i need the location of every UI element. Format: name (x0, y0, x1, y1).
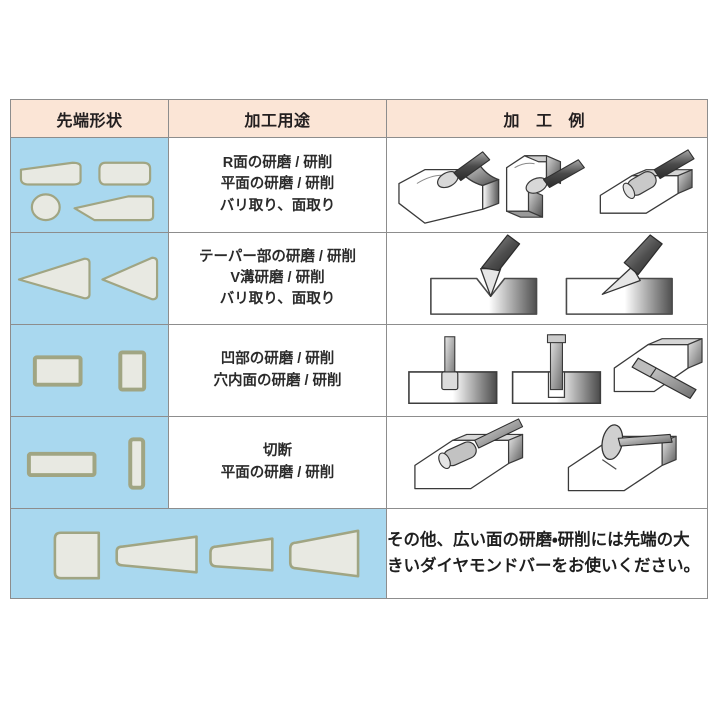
use-line: V溝研磨 / 研削 (230, 269, 325, 286)
machining-use-cell-recess-bore: 凹部の研磨 / 研削 穴内面の研磨 / 研削 (168, 324, 387, 417)
tip-shape-cell-round-flat (10, 137, 169, 233)
v-groove-and-chamfer-grinding-illustration-icon (430, 234, 673, 315)
table-row: 凹部の研磨 / 研削 穴内面の研磨 / 研削 (10, 324, 708, 417)
column-header-machining-example: 加 工 例 (386, 99, 708, 138)
large-wedge-shapes-icon (53, 529, 360, 580)
note-line: きいダイヤモンドバーをお使いください。 (387, 556, 701, 575)
recess-and-bore-grinding-illustration-icon (408, 334, 703, 405)
use-line: テーパー部の研磨 / 研削 (199, 248, 356, 265)
table-row: テーパー部の研磨 / 研削 V溝研磨 / 研削 バリ取り、面取り (10, 232, 708, 325)
curved-surface-grinding-illustration-icon (398, 149, 695, 224)
tip-shape-application-table: 先端形状 加工用途 加 工 例 R面の研磨 / 研削 平 (10, 99, 708, 599)
table-row: その他、広い面の研磨・研削には先端の大 きいダイヤモンドバーをお使いください。 (10, 508, 708, 599)
machining-use-cell-taper-cone: テーパー部の研磨 / 研削 V溝研磨 / 研削 バリ取り、面取り (168, 232, 387, 325)
use-line: バリ取り、面取り (219, 291, 336, 307)
use-line: 平面の研磨 / 研削 (220, 464, 335, 481)
machining-example-cell-cutoff (386, 416, 708, 509)
spec-table-container: 先端形状 加工用途 加 工 例 R面の研磨 / 研削 平 (10, 99, 708, 606)
column-header-tip-shape: 先端形状 (10, 99, 169, 138)
tapered-round-oval-bullet-shapes-icon (19, 161, 155, 222)
cone-point-shapes-icon (17, 256, 159, 301)
table-row: R面の研磨 / 研削 平面の研磨 / 研削 バリ取り、面取り (10, 137, 708, 233)
use-line: 切断 (263, 443, 292, 460)
machining-example-cell-round-flat (386, 137, 708, 233)
machining-use-cell-cutoff: 切断 平面の研磨 / 研削 (168, 416, 387, 509)
tip-shape-cell-taper-cone (10, 232, 169, 325)
note-line: その他、広い面の研磨・研削には先端の大 (387, 530, 690, 549)
rectangle-shapes-icon (32, 350, 147, 392)
table-header-row: 先端形状 加工用途 加 工 例 (10, 99, 708, 138)
use-line: バリ取り、面取り (219, 197, 336, 214)
cutoff-and-disc-grinding-illustration-icon (414, 418, 677, 492)
machining-example-cell-taper-cone (386, 232, 708, 325)
thin-bar-shapes-icon (26, 437, 146, 490)
machining-use-cell-round-flat: R面の研磨 / 研削 平面の研磨 / 研削 バリ取り、面取り (168, 137, 387, 233)
use-line: 凹部の研磨 / 研削 (220, 351, 335, 368)
column-header-machining-use: 加工用途 (168, 99, 387, 138)
note-text-cell: その他、広い面の研磨・研削には先端の大 きいダイヤモンドバーをお使いください。 (386, 508, 708, 599)
machining-example-cell-recess-bore (386, 324, 708, 417)
tip-shape-cell-cutoff (10, 416, 169, 509)
table-row: 切断 平面の研磨 / 研削 (10, 416, 708, 509)
tip-shape-cell-recess-bore (10, 324, 169, 417)
use-line: 穴内面の研磨 / 研削 (213, 372, 342, 389)
tip-shape-cell-large-wedges (10, 508, 387, 599)
use-line: R面の研磨 / 研削 (222, 155, 333, 172)
use-line: 平面の研磨 / 研削 (220, 176, 335, 193)
